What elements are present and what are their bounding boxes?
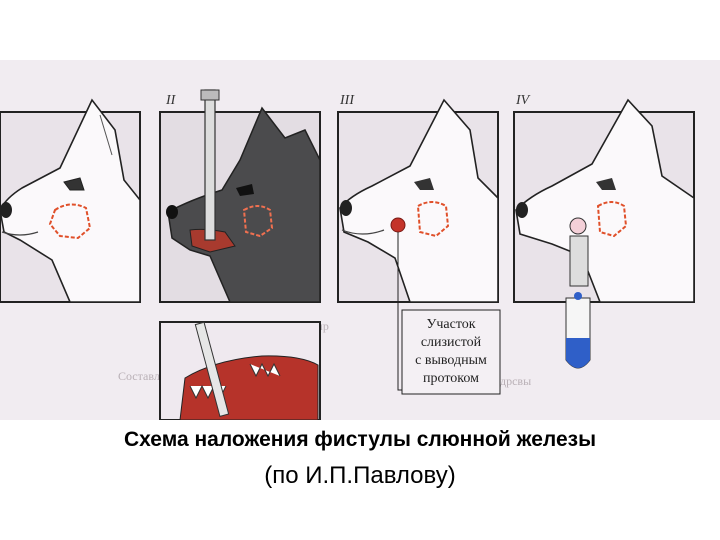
dog-head-icon	[0, 98, 141, 303]
panel-2	[159, 89, 321, 303]
caption: Схема наложения фистулы слюнной железы (…	[0, 420, 720, 490]
ghost-text: дрсвы	[500, 374, 531, 388]
fistula-diagram: асть ро МП Составл (прир дложик дрсвы	[0, 60, 720, 420]
panel-4	[513, 98, 695, 369]
salivary-gland-icon	[48, 203, 92, 240]
panel-numeral: IV	[515, 93, 531, 108]
caption-subtitle: (по И.П.Павлову)	[264, 462, 456, 489]
ghost-text: Составл	[118, 369, 160, 383]
callout-line: слизистой	[421, 335, 482, 350]
dog-head-icon	[515, 98, 695, 303]
callout-line: с выводным	[415, 353, 487, 368]
callout-line: протоком	[423, 371, 479, 386]
test-tube-icon	[565, 217, 591, 369]
callout-line: Участок	[426, 317, 475, 332]
panel-numeral: III	[339, 93, 355, 108]
forceps-icon	[200, 89, 220, 241]
caption-title: Схема наложения фистулы слюнной железы	[123, 428, 597, 451]
mouth-detail-panel	[159, 321, 321, 420]
forceps-icon	[194, 321, 230, 417]
callout-box: Участок слизистой с выводным протоком	[401, 309, 501, 395]
panel-1	[0, 98, 141, 303]
salivary-gland-icon	[596, 201, 628, 238]
fistula-site-icon	[390, 217, 406, 233]
panel-3	[337, 98, 499, 303]
panel-numeral: II	[165, 93, 177, 108]
dog-head-icon	[339, 98, 499, 303]
salivary-gland-icon	[416, 201, 450, 238]
salivary-gland-icon	[242, 205, 274, 238]
dog-head-icon	[166, 106, 321, 303]
